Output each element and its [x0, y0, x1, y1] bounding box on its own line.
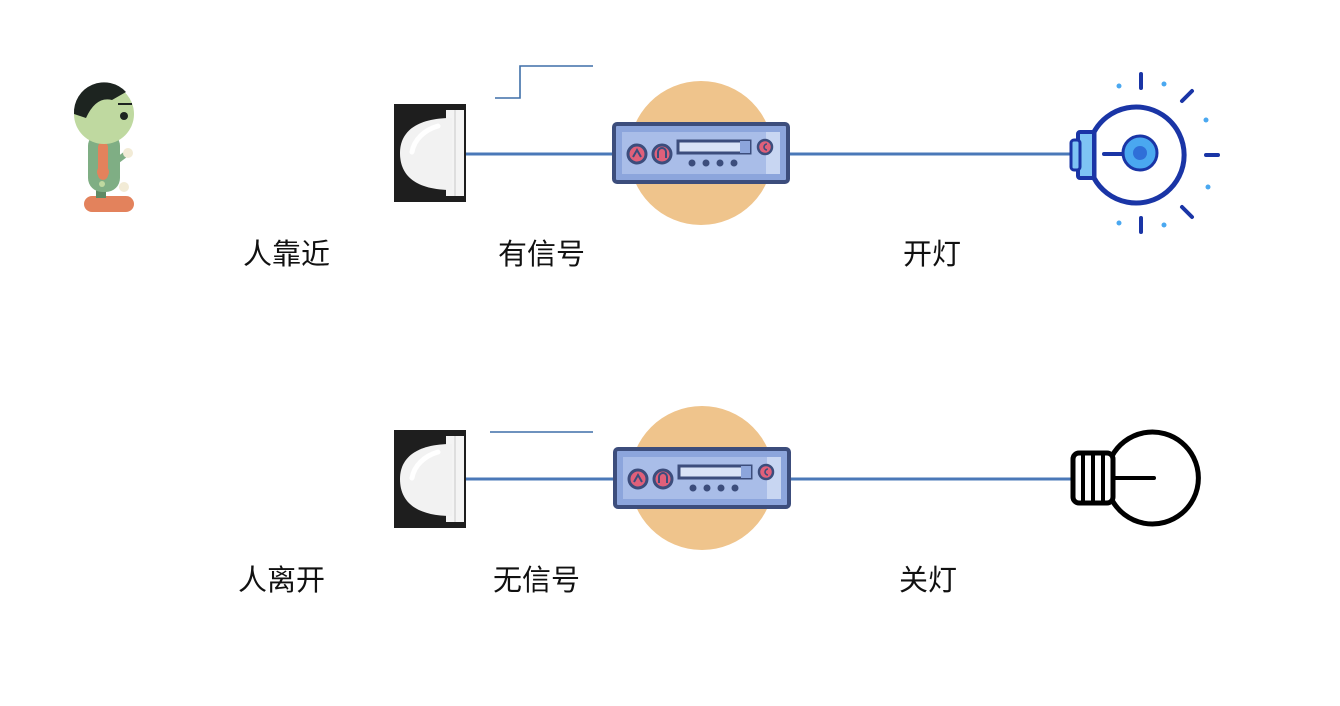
scenario-leave: [394, 406, 1201, 550]
controller-icon: [613, 406, 791, 550]
person-leave-label: 人离开: [238, 563, 326, 597]
lamp-off-label: 关灯: [899, 563, 958, 597]
bulb-on-icon: [1069, 72, 1220, 234]
person-icon: [73, 82, 134, 212]
controller-icon: [612, 81, 790, 225]
signal-absent-label: 无信号: [493, 563, 581, 597]
signal-trace-high: [495, 65, 593, 99]
pir-sensor-icon: [394, 430, 466, 528]
person-approach-label: 人靠近: [243, 237, 331, 271]
pir-sensor-icon: [394, 104, 466, 202]
signal-present-label: 有信号: [498, 237, 586, 271]
lamp-on-label: 开灯: [903, 237, 962, 271]
scenario-approach: [73, 65, 1220, 234]
bulb-off-icon: [1070, 429, 1201, 527]
